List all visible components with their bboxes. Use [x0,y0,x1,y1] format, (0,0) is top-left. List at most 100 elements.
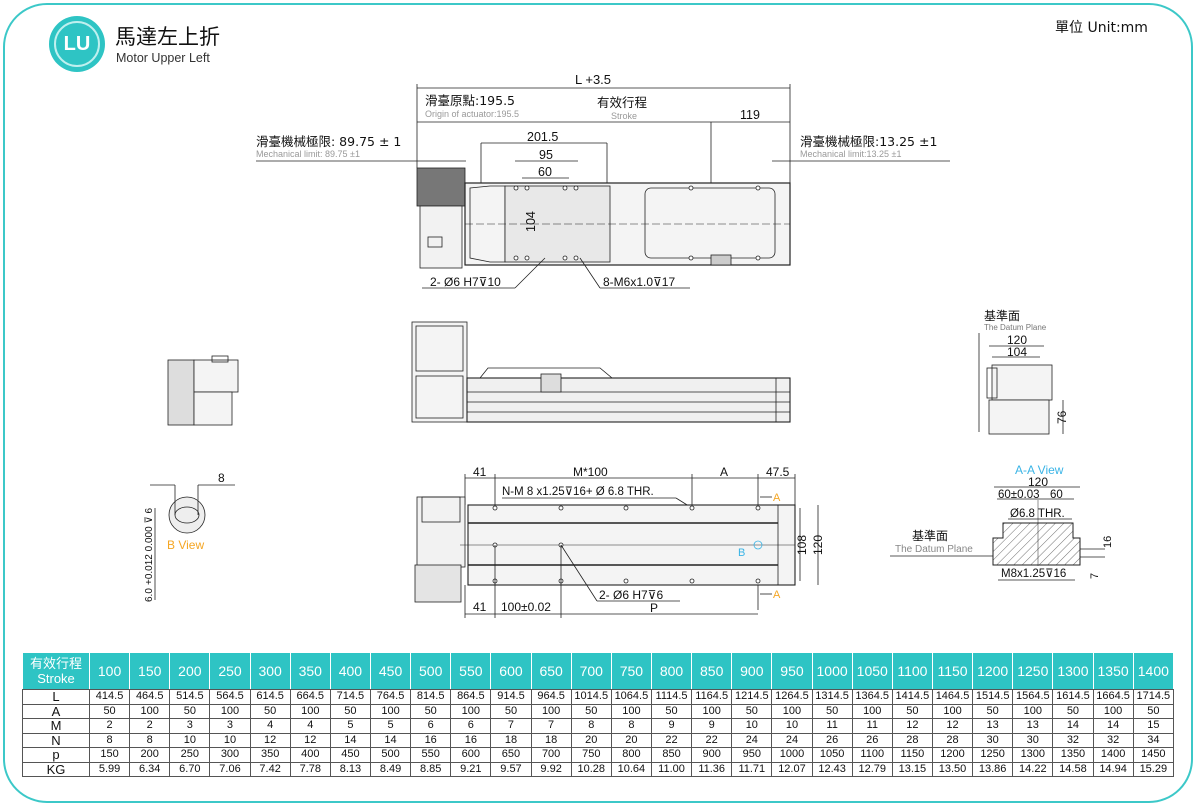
table-cell: 764.5 [369,689,412,705]
dim-100: 100±0.02 [501,600,551,614]
side-view [411,321,791,423]
table-cell: 100 [530,703,572,719]
table-cell: 8 [610,718,652,734]
table-cell: 14 [1052,718,1094,734]
dim-a: A [720,465,728,479]
table-cell: 1200 [931,747,974,763]
header-stroke-100: 100 [88,652,131,690]
aa-hole: Ø6.8 THR. [1010,508,1065,520]
table-cell: 28 [891,732,933,748]
table-cell: 14 [369,732,412,748]
table-cell: 11.36 [691,761,733,777]
table-cell: 7.78 [289,761,331,777]
table-cell: 50 [249,703,291,719]
table-cell: 28 [931,732,974,748]
table-cell: 1464.5 [931,689,974,705]
table-cell: 6 [450,718,492,734]
table-cell: 9 [691,718,733,734]
page-frame [3,3,1193,803]
section-a-bottom: A [773,589,781,601]
table-cell: 950 [731,747,773,763]
left-end-view [167,355,239,426]
dim-119: 119 [740,108,760,122]
header-stroke-150: 150 [129,652,171,690]
end-dim-76: 76 [1055,410,1069,424]
table-cell: 964.5 [530,689,572,705]
header-stroke-1400: 1400 [1132,652,1175,690]
table-cell: 1264.5 [771,689,813,705]
table-cell: 12 [891,718,933,734]
table-cell: 13.15 [891,761,933,777]
header-stroke-1050: 1050 [851,652,893,690]
table-cell: 414.5 [88,689,131,705]
table-cell: 10 [731,718,773,734]
table-cell: 350 [249,747,291,763]
datum-zh: 基準面 [984,308,1020,323]
table-cell: 14.94 [1092,761,1134,777]
section-a-top: A [773,492,781,504]
header-stroke-1250: 1250 [1012,652,1054,690]
dim-95: 95 [539,148,553,162]
header-stroke-200: 200 [169,652,211,690]
table-cell: 50 [88,703,131,719]
table-cell: 50 [1052,703,1094,719]
title-zh: 馬達左上折 [115,25,220,49]
bottom-view: 41 M*100 A 47.5 N-M 8 x1.25⊽16+ Ø 6.8 TH… [414,465,825,618]
logo-text: LU [54,21,100,67]
table-cell: 1414.5 [891,689,933,705]
aa-dim-7: 7 [1089,573,1101,579]
table-cell: 50 [891,703,933,719]
table-cell: 9.21 [450,761,492,777]
mech-limit-left-en: Mechanical limit: 89.75 ±1 [256,149,360,159]
header-stroke-1100: 1100 [891,652,933,690]
header-stroke-1200: 1200 [972,652,1014,690]
table-cell: 7.42 [249,761,291,777]
aa-datum-en: The Datum Plane [895,544,973,555]
table-cell: 6 [410,718,452,734]
mech-limit-left-zh: 滑臺機械極限: 89.75 ± 1 [256,134,401,149]
aa-dim-60-tol: 60±0.03 [998,489,1040,501]
table-cell: 13.50 [931,761,974,777]
row-label: L [22,689,90,705]
end-dim-120: 120 [1007,333,1027,347]
header-stroke-1350: 1350 [1092,652,1134,690]
table-cell: 1514.5 [972,689,1014,705]
table-cell: 30 [972,732,1014,748]
table-cell: 8 [129,732,171,748]
stroke-en: Stroke [611,111,637,121]
row-label: A [22,703,90,719]
table-cell: 26 [851,732,893,748]
header-stroke-450: 450 [369,652,412,690]
table-cell: 15.29 [1132,761,1175,777]
table-cell: 714.5 [329,689,371,705]
table-cell: 1114.5 [650,689,693,705]
table-cell: 664.5 [289,689,331,705]
datum-en: The Datum Plane [984,323,1047,332]
table-cell: 1564.5 [1012,689,1054,705]
table-cell: 6.70 [169,761,211,777]
table-cell: 1014.5 [570,689,612,705]
table-cell: 11.71 [731,761,773,777]
table-cell: 13 [1012,718,1054,734]
mech-limit-right-zh: 滑臺機械極限:13.25 ±1 [800,134,937,149]
table-cell: 10 [771,718,813,734]
dia-6: 6.0 [144,588,155,602]
table-cell: 1150 [891,747,933,763]
aa-datum-zh: 基準面 [912,528,948,543]
table-cell: 1350 [1052,747,1094,763]
table-cell: 200 [129,747,171,763]
table-cell: 8.13 [329,761,371,777]
dim-41-top: 41 [473,465,487,479]
aa-dim-16: 16 [1102,536,1114,548]
table-cell: 11 [851,718,893,734]
table-cell: 1314.5 [811,689,853,705]
aa-view: A-A View 120 60±0.03 60 Ø6.8 THR. 基準面 Th… [890,463,1114,581]
b-view-detail: 8 +0.012 0.000 ⊽ 6 6.0 B View [144,471,235,602]
dim-108: 108 [795,535,809,555]
row-label: N [22,732,90,748]
table-cell: 14 [1092,718,1134,734]
table-cell: 1300 [1012,747,1054,763]
